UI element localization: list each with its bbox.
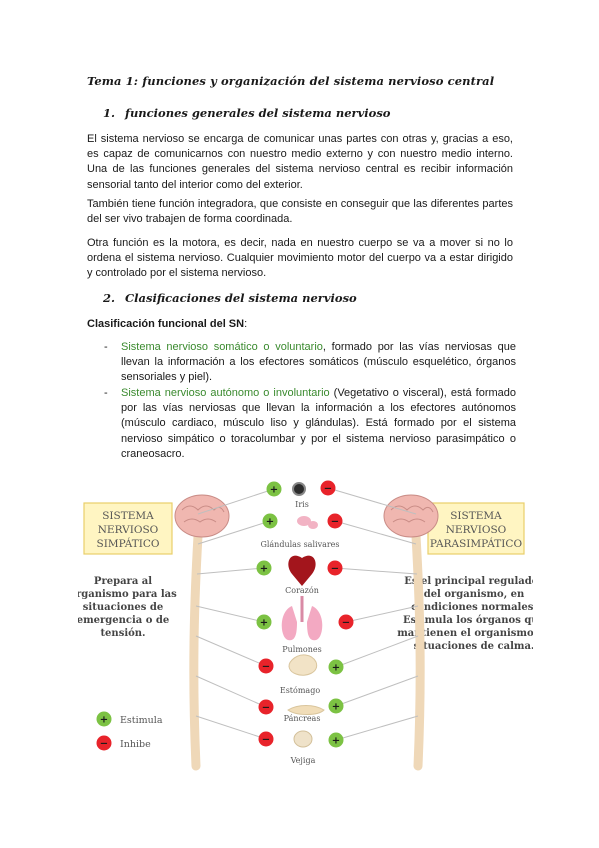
left-brain-icon [174,494,230,538]
stimulate-sign [328,659,344,675]
bullet-dash: - [104,387,108,399]
minus-symbol: − [331,517,339,528]
left-box-line: SISTEMA [102,510,154,522]
right-desc-line: Es el principal regulador [404,576,533,587]
section-1-heading: 1. funciones generales del sistema nervio… [103,106,390,120]
legend: + Estimula − Inhibe [96,711,163,751]
legend-inhibit-label: Inhibe [120,739,151,750]
legend-stimulate-label: Estimula [120,715,163,726]
right-desc-line: del organismo, en [424,589,525,600]
inhibit-sign [338,614,354,630]
inhibit-sign [258,699,274,715]
organ-label-stomach: Estómago [280,686,320,695]
minus-symbol: − [342,618,350,629]
plus-symbol: + [260,618,268,629]
plus-symbol: + [332,702,340,713]
document-title: Tema 1: funciones y organización del sis… [87,74,495,88]
right-desc-line: mantienen el organismo en [397,628,533,639]
paragraph-functions: El sistema nervioso se encarga de comuni… [87,133,513,191]
legend-plus-symbol: + [100,715,108,726]
right-desc-line: condiciones normales. [411,602,533,613]
inhibit-sign [327,513,343,529]
plus-symbol: + [260,564,268,575]
organ-label-iris: Iris [295,500,309,509]
legend-inhibit-icon [96,735,112,751]
left-desc-line: situaciones de [83,602,163,613]
inhibit-sign [320,480,336,496]
term-somatic: Sistema nervioso somático o voluntario [121,341,323,353]
left-desc-line: emergencia o de [78,615,169,626]
legend-stimulate-icon [96,711,112,727]
sympathetic-box [83,502,173,555]
stomach-icon [288,654,318,676]
bullet-dash: - [104,341,108,353]
minus-symbol: − [262,735,270,746]
organ-label-bladder: Vejiga [290,756,316,765]
inhibit-sign [258,658,274,674]
classification-label: Clasificación funcional del SN: [87,318,248,330]
plus-symbol: + [270,485,278,496]
organ-label-heart: Corazón [285,586,319,595]
section-1-title: funciones generales del sistema nervioso [125,106,391,120]
left-box-line: NERVIOSO [98,524,159,536]
lungs-icon [281,596,323,641]
bullet-somatic-text: , formado por las vías nerviosas que lle… [121,341,517,384]
stimulate-sign [256,614,272,630]
right-box-line: PARASIMPÁTICO [430,536,523,550]
right-box-line: NERVIOSO [446,524,507,536]
right-brain-icon [383,494,439,538]
left-box-line: SIMPÁTICO [97,536,160,550]
nervous-system-diagram: SISTEMA NERVIOSO SIMPÁTICO SISTEMA NERVI… [78,480,533,771]
section-1-number: 1. [103,106,116,120]
plus-symbol: + [332,663,340,674]
stimulate-sign [328,732,344,748]
left-desc-line: tensión. [100,628,145,639]
left-desc-line: organismo para las [78,589,177,600]
minus-symbol: − [262,703,270,714]
right-box-line: SISTEMA [450,510,502,522]
inhibit-sign [258,731,274,747]
organ-label-lungs: Pulmones [282,645,322,654]
left-desc-line: Prepara al [94,576,152,587]
paragraph-integration: También tiene función integradora, que c… [87,198,513,226]
legend-minus-symbol: − [100,739,108,750]
bullet-autonomic-text: (Vegetativo o visceral), está formado po… [121,387,516,460]
minus-symbol: − [262,662,270,673]
organ-label-salivary: Glándulas salivares [260,540,339,549]
stimulate-sign [266,481,282,497]
section-2-number: 2. [103,291,116,305]
stimulate-sign [256,560,272,576]
term-autonomic: Sistema nervioso autónomo o involuntario [121,387,330,399]
pancreas-icon [287,705,325,715]
organ-label-pancreas: Páncreas [284,714,321,723]
stimulate-sign [328,698,344,714]
minus-symbol: − [324,484,332,495]
minus-symbol: − [331,564,339,575]
inhibit-sign [327,560,343,576]
eye-icon [292,482,306,496]
left-spinal-cord [189,531,203,771]
right-desc-line: situaciones de calma. [414,641,533,652]
salivary-glands-icon [297,516,318,529]
section-2-title: Clasificaciones del sistema nervioso [125,291,357,305]
bladder-icon [293,730,313,748]
right-spinal-cord [411,531,425,771]
plus-symbol: + [332,736,340,747]
paragraph-motor: Otra función es la motora, es decir, nad… [87,237,513,280]
right-desc-line: Estimula los órganos que [403,615,533,626]
heart-icon [288,555,316,586]
stimulate-sign [262,513,278,529]
section-2-heading: 2. Clasificaciones del sistema nervioso [103,291,357,305]
plus-symbol: + [266,517,274,528]
